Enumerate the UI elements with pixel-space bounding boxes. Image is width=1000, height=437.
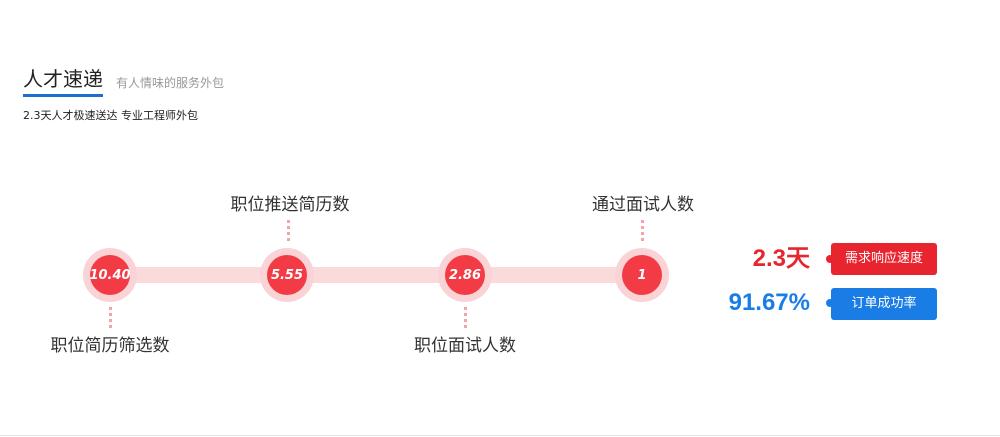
stat-value-response-speed: 2.3天: [752, 245, 810, 272]
bottom-divider: [0, 435, 1000, 436]
stat-dot: [826, 299, 834, 307]
page-title: 人才速递: [23, 67, 103, 91]
stat-badge-response-speed: 需求响应速度: [831, 243, 937, 275]
tagline: 2.3天人才极速送达 专业工程师外包: [23, 109, 198, 122]
step-connector-dots: [287, 220, 290, 244]
stat-dot: [826, 255, 834, 263]
step-connector-dots: [109, 307, 112, 331]
stat-badge-success-rate: 订单成功率: [831, 288, 937, 320]
step-label-passed: 通过面试人数: [592, 195, 694, 215]
step-node-passed: 1: [622, 255, 662, 295]
step-node-screening: 10.40: [89, 255, 131, 295]
stat-value-success-rate: 91.67%: [728, 289, 810, 316]
step-label-interviewed: 职位面试人数: [414, 336, 516, 356]
page-subtitle: 有人情味的服务外包: [116, 76, 225, 90]
title-underline: [23, 94, 103, 97]
step-connector-dots: [464, 307, 467, 331]
step-node-pushed: 5.55: [267, 255, 307, 295]
step-connector-dots: [641, 220, 644, 244]
step-node-interviewed: 2.86: [445, 255, 485, 295]
step-label-screening: 职位简历筛选数: [50, 336, 170, 356]
process-track: [110, 267, 642, 283]
step-label-pushed: 职位推送简历数: [230, 195, 350, 215]
